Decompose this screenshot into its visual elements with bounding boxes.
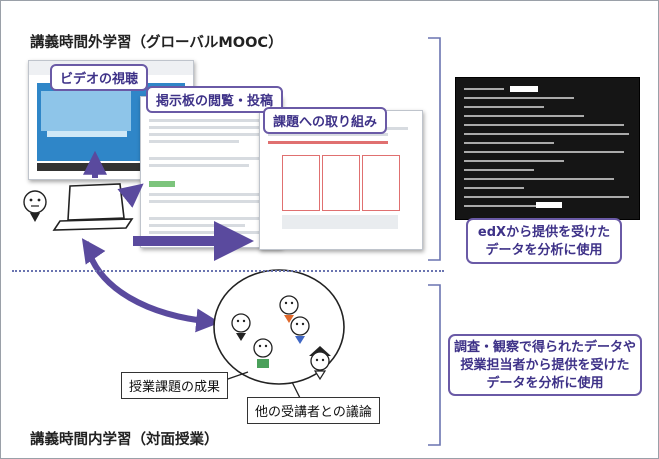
section-divider xyxy=(12,270,444,272)
discussion-label: 他の受講者との議論 xyxy=(247,397,380,424)
forum-label: 掲示板の閲覧・投稿 xyxy=(146,86,284,113)
offline-section-title: 講義時間内学習（対面授業） xyxy=(30,432,219,448)
edx-callout-line2: データを分析に使用 xyxy=(485,243,603,258)
video-label: ビデオの視聴 xyxy=(50,64,149,91)
data-log-screenshot xyxy=(455,77,640,220)
online-section-title: 講義時間外学習（グローバルMOOC） xyxy=(30,35,283,51)
forum-screenshot xyxy=(140,96,282,248)
survey-callout-line2: 授業担当者から提供を受けた xyxy=(460,358,630,373)
survey-callout-line1: 調査・観察で得られたデータや xyxy=(453,340,636,355)
edx-data-callout: edXから提供を受けた データを分析に使用 xyxy=(466,218,622,264)
edx-callout-line1: edXから提供を受けた xyxy=(477,225,611,240)
survey-callout-line3: データを分析に使用 xyxy=(486,376,604,391)
outcome-label: 授業課題の成果 xyxy=(121,372,229,399)
survey-data-callout: 調査・観察で得られたデータや 授業担当者から提供を受けた データを分析に使用 xyxy=(448,334,642,396)
assignment-label: 課題への取り組み xyxy=(263,107,388,134)
